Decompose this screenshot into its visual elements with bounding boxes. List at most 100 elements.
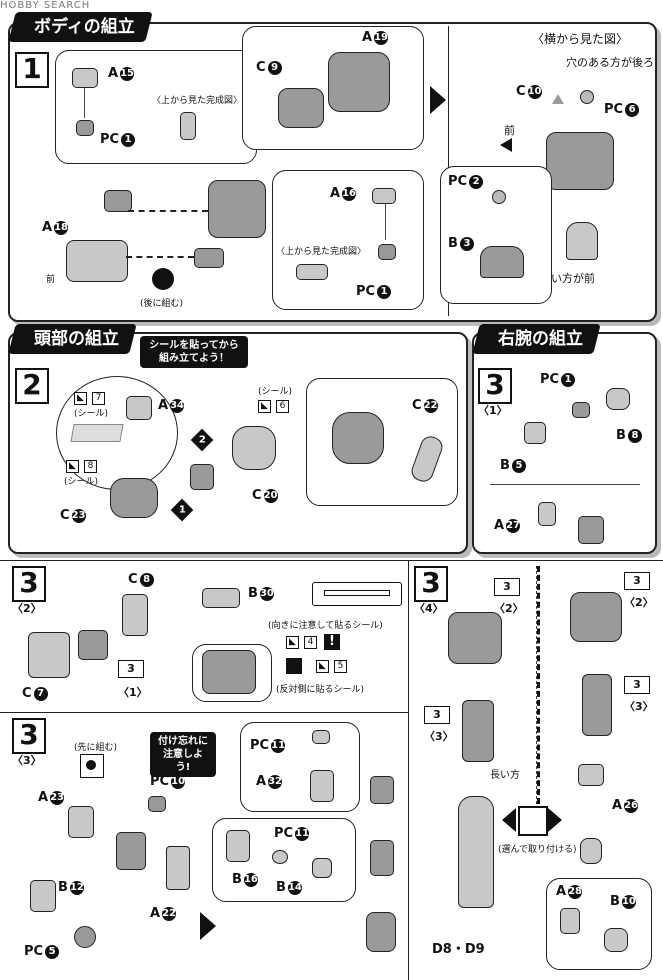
- step-3-4-sub: 〈4〉: [414, 602, 444, 615]
- front-label-1: 前: [46, 275, 56, 285]
- step-2-number: 2: [15, 368, 49, 404]
- part-b12: [30, 880, 56, 912]
- part-b16: [226, 830, 250, 862]
- part-b3-side: [566, 222, 598, 260]
- assemble-later-caption: (後に組む): [140, 299, 184, 309]
- sticker-7: 7: [92, 392, 105, 405]
- label-d8-d9: D8・D9: [432, 942, 485, 957]
- part-arm-block-6: [370, 840, 394, 876]
- right-arm-title: 右腕の組立: [472, 324, 601, 354]
- part-a15: [72, 68, 98, 88]
- part-d8-d9: [458, 796, 494, 908]
- part-c9: [278, 88, 324, 128]
- part-c10: [552, 94, 564, 104]
- section-border: [0, 712, 408, 713]
- sticker-6-icon: ◣: [258, 400, 271, 413]
- part-a34: [126, 396, 152, 420]
- part-body-small: [104, 190, 132, 212]
- seal-label-2: (シール): [64, 477, 99, 487]
- sticker-4-icon: ◣: [286, 636, 299, 649]
- part-top-view-2: [296, 264, 328, 280]
- long-note: 長い方が前: [540, 272, 595, 285]
- sticker-4: 4: [304, 636, 317, 649]
- choose-icon: [518, 806, 548, 836]
- assembly-dash-2: [126, 256, 194, 258]
- ref-step-3-1: 3: [118, 660, 144, 678]
- assembly-dash-1: [128, 210, 208, 212]
- step-3-3-sub: 〈3〉: [12, 754, 42, 767]
- direction-note: (向きに注意して貼るシール): [268, 621, 383, 631]
- part-body-side: [546, 132, 614, 190]
- hole-note: 穴のある方が後ろ: [566, 56, 654, 69]
- forget-warning-note: 付け忘れに注意しよう!: [150, 732, 216, 777]
- opposite-note: (反対側に貼るシール): [276, 685, 365, 695]
- part-body-joint: [194, 248, 224, 268]
- part-b30: [202, 588, 240, 608]
- section-border: [408, 560, 409, 980]
- sticker-strip: [70, 424, 124, 442]
- section-border: [0, 560, 663, 561]
- hand-detail-bubble: [546, 878, 652, 970]
- choose-note: (選んで取り付ける): [498, 845, 577, 855]
- part-b10: [604, 928, 628, 952]
- part-pc6: [580, 90, 594, 104]
- dashed-divider: [536, 566, 540, 804]
- ref-step-3-2-b-sub: 〈2〉: [624, 596, 654, 609]
- first-assemble-dot: [86, 760, 96, 770]
- part-a28: [560, 908, 580, 934]
- assembly-line: [84, 88, 85, 118]
- step-3-2-number: 3: [12, 566, 46, 602]
- part-b14: [312, 858, 332, 878]
- step-3-4-number: 3: [414, 566, 448, 602]
- top-view-caption-2: 〈上から見た完成図〉: [276, 247, 367, 257]
- part-body-core: [208, 180, 266, 238]
- step-1-number: 1: [15, 52, 49, 88]
- sticker-6: 6: [276, 400, 289, 413]
- part-pc10: [148, 796, 166, 812]
- ref-step-3-1-sub: 〈1〉: [118, 686, 148, 699]
- part-arm-block-4: [116, 832, 146, 870]
- part-hand: [580, 838, 602, 864]
- step-3-1-sub: 〈1〉: [478, 404, 508, 417]
- sticker-7-icon: ◣: [74, 392, 87, 405]
- assembly-line: [385, 204, 386, 240]
- seal-label-1: (シール): [74, 409, 109, 419]
- part-pc1: [76, 120, 94, 136]
- sticker-strip-inner: [324, 590, 390, 596]
- part-c8: [122, 594, 148, 636]
- seal-label-3: (シール): [258, 387, 293, 397]
- sticker-5-icon: ◣: [316, 660, 329, 673]
- circle-icon: [152, 268, 174, 290]
- part-c7: [28, 632, 70, 678]
- choose-arrow-right: [548, 808, 562, 832]
- front-label-2: 前: [504, 124, 515, 137]
- part-a22: [166, 846, 190, 890]
- arm3-detail-bubble-1: [240, 722, 360, 812]
- part-top-view-1: [180, 112, 196, 140]
- first-assemble-note: (先に組む): [74, 743, 118, 753]
- brand-watermark: HOBBY SEARCH: [0, 0, 91, 11]
- part-head-mid: [190, 464, 214, 490]
- part-pc5: [74, 926, 96, 948]
